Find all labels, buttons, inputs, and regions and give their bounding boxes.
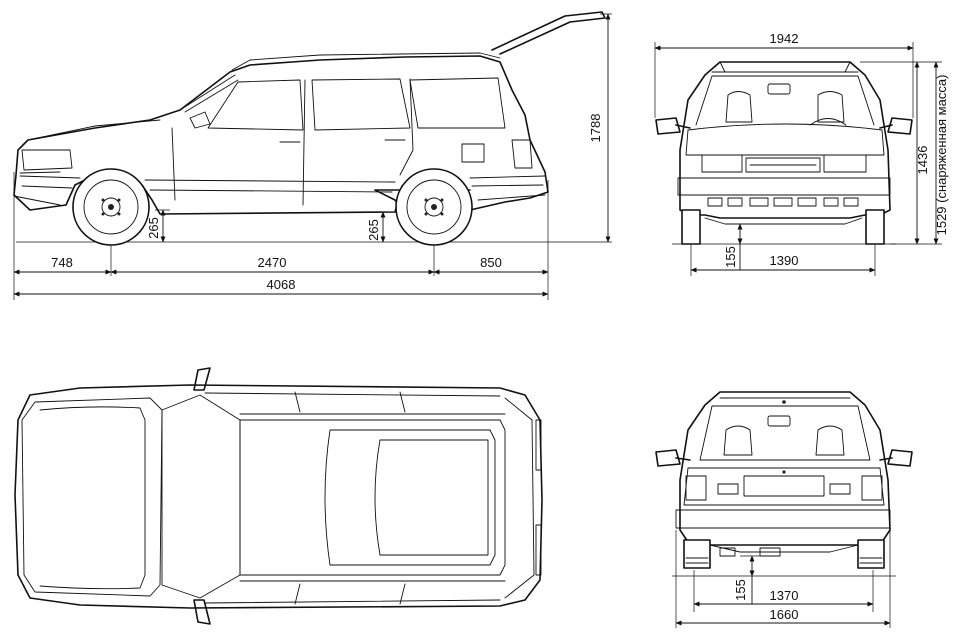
dim-height-curb: 1529 (снаряженная масса) (934, 75, 949, 236)
dim-ground-clearance-front: 265 (146, 217, 161, 239)
dim-ground-clearance-rear: 265 (366, 219, 381, 241)
dim-front-overhang: 748 (51, 255, 73, 270)
rear-wheel (395, 168, 473, 246)
dim-rear-overhang: 850 (480, 255, 502, 270)
dim-overall-length: 4068 (267, 277, 296, 292)
dim-mirror-width: 1942 (770, 31, 799, 46)
dim-overall-width: 1660 (770, 607, 799, 622)
dim-track-rear: 1370 (770, 588, 799, 603)
front-bumper-slots (707, 197, 859, 207)
dim-height-loaded: 1436 (915, 146, 930, 175)
mud-flaps (683, 539, 885, 569)
front-view: 1942 1390 155 1436 1529 (снаряженная мас… (654, 31, 949, 276)
side-view: 748 2470 850 4068 1788 265 265 (13, 11, 612, 300)
dim-ground-clearance-front-view: 155 (723, 246, 738, 268)
dim-track-front: 1390 (770, 253, 799, 268)
dim-wheelbase: 2470 (258, 255, 287, 270)
top-view (14, 367, 543, 625)
rear-view: 1370 1660 155 (655, 391, 913, 628)
front-wheel (72, 168, 150, 246)
dim-ground-clearance-rear-view: 155 (733, 579, 748, 601)
dim-height: 1788 (588, 114, 603, 143)
